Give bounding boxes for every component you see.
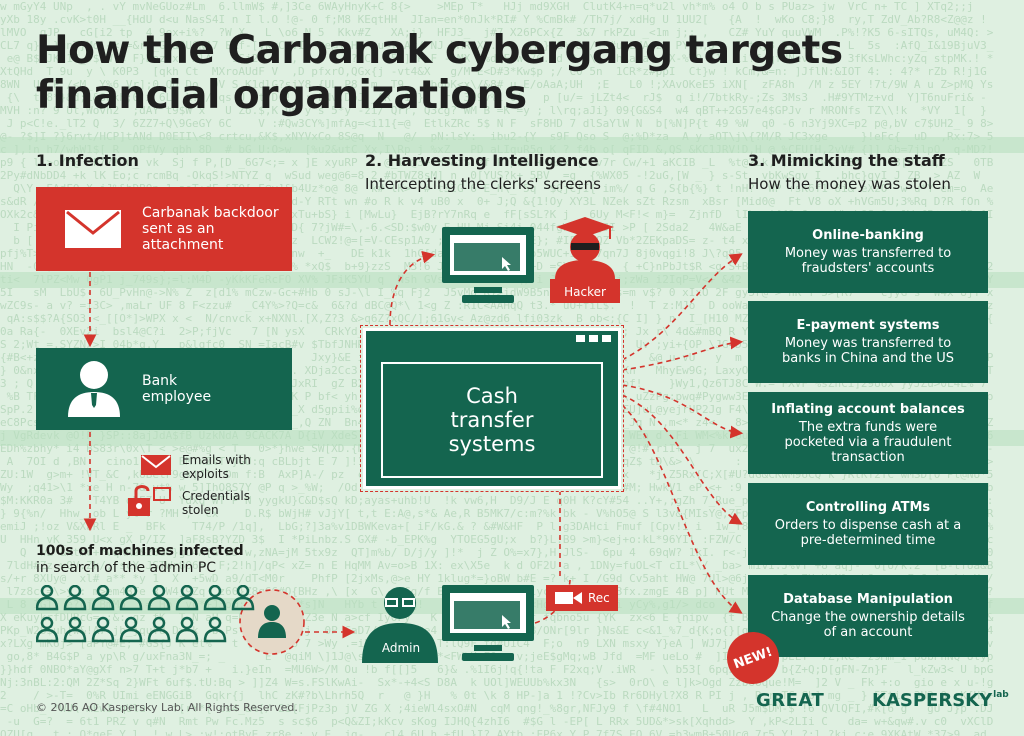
page-title: How the Carbanak cybergang targets finan… <box>36 28 843 118</box>
method-title: Inflating account balances <box>771 401 965 417</box>
machine-person-icon <box>175 628 199 643</box>
machine-person-icon <box>63 596 87 611</box>
admin-monitor-icon <box>442 585 534 661</box>
people-grid-icons <box>35 584 255 643</box>
attachment-box: Carbanak backdoor sent as an attachment <box>36 187 292 271</box>
machine-person-icon <box>231 596 255 611</box>
cash-system-label: Cash transfer systems <box>448 384 536 456</box>
attachment-label: Carbanak backdoor sent as an attachment <box>142 205 279 253</box>
machine-person-icon <box>152 584 166 598</box>
infected-machines-grid <box>35 584 266 645</box>
method-description: Money was transferred to fraudsters' acc… <box>784 246 952 276</box>
machine-person-icon <box>119 596 143 611</box>
machine-person-icon <box>96 616 110 630</box>
employee-box: Bank employee <box>36 348 292 430</box>
machine-person-icon <box>96 584 110 598</box>
hacker-icon <box>555 217 615 279</box>
machine-person-icon <box>180 616 194 630</box>
method-description: The extra funds were pocketed via a frau… <box>784 419 952 465</box>
method-title: E-payment systems <box>796 318 940 333</box>
machine-person-icon <box>208 616 222 630</box>
machine-person-icon <box>63 628 87 643</box>
machine-person-icon <box>175 596 199 611</box>
machine-person-icon <box>152 616 166 630</box>
section3-subheading: How the money was stolen <box>748 175 951 193</box>
machine-person-icon <box>208 584 222 598</box>
kaspersky-wordmark: KASPERSKY <box>872 690 993 711</box>
machine-person-icon <box>35 628 59 643</box>
envelope-icon <box>65 210 121 248</box>
emails-label: Emails with exploits <box>182 453 251 481</box>
machine-person-icon <box>68 584 82 598</box>
machine-person-icon <box>91 596 115 611</box>
admin-icon <box>362 587 438 663</box>
admin-figure: Admin <box>360 585 442 663</box>
machine-person-icon <box>203 628 227 643</box>
machine-person-icon <box>35 596 59 611</box>
machine-person-icon <box>40 616 54 630</box>
machine-person-icon <box>180 584 194 598</box>
exploit-email-icon <box>141 455 171 475</box>
copyright: © 2016 AO Kaspersky Lab. All Rights Rese… <box>36 701 298 714</box>
window-controls-icon <box>576 335 611 342</box>
cash-system-frame: Cash transfer systems <box>360 325 624 492</box>
machines-subtitle: in search of the admin PC <box>36 560 217 576</box>
bg-band <box>0 137 1024 153</box>
clerk-monitor-icon <box>442 227 534 303</box>
section3-heading: 3. Mimicking the staff <box>748 151 945 170</box>
section2-subheading: Intercepting the clerks' screens <box>365 175 601 193</box>
machine-person-icon <box>91 628 115 643</box>
machine-person-icon <box>124 616 138 630</box>
hacker-figure: Hacker <box>550 215 620 303</box>
new-badge-label: NEW! <box>731 644 775 672</box>
machine-person-icon <box>236 584 250 598</box>
method-title: Online-banking <box>812 228 924 243</box>
method-description: Change the ownership details of an accou… <box>771 610 965 640</box>
great-logo: GREAT <box>756 690 825 711</box>
padlock-icon <box>128 485 171 516</box>
section1-heading: 1. Infection <box>36 151 139 170</box>
admin-pc-person-icon <box>258 605 286 638</box>
rec-badge: Rec <box>546 585 618 611</box>
section2-heading: 2. Harvesting Intelligence <box>365 151 599 170</box>
title-line-2: financial organizations <box>36 73 527 118</box>
machine-person-icon <box>40 584 54 598</box>
method-description: Orders to dispense cash at a pre-determi… <box>774 518 962 548</box>
admin-label: Admin <box>381 641 421 655</box>
video-camera-icon <box>555 592 582 604</box>
machine-person-icon <box>124 584 138 598</box>
person-icon <box>68 361 120 417</box>
credentials-label: Credentials stolen <box>182 489 251 517</box>
title-line-1: How the Carbanak cybergang targets <box>36 28 843 73</box>
method-title: Controlling ATMs <box>805 500 931 515</box>
machines-title: 100s of machines infected <box>36 543 244 559</box>
hacker-label: Hacker <box>564 285 606 299</box>
employee-label: Bank employee <box>142 373 212 405</box>
kaspersky-lab-mark: lab <box>993 690 1009 700</box>
method-title: Database Manipulation <box>783 592 953 607</box>
kaspersky-logo: KASPERSKYlab <box>872 690 1009 711</box>
machine-person-icon <box>147 596 171 611</box>
machine-person-icon <box>119 628 143 643</box>
machine-person-icon <box>147 628 171 643</box>
method-description: Money was transferred to banks in China … <box>782 336 954 366</box>
machine-person-icon <box>203 596 227 611</box>
rec-label: Rec <box>588 591 610 605</box>
machine-person-icon <box>68 616 82 630</box>
